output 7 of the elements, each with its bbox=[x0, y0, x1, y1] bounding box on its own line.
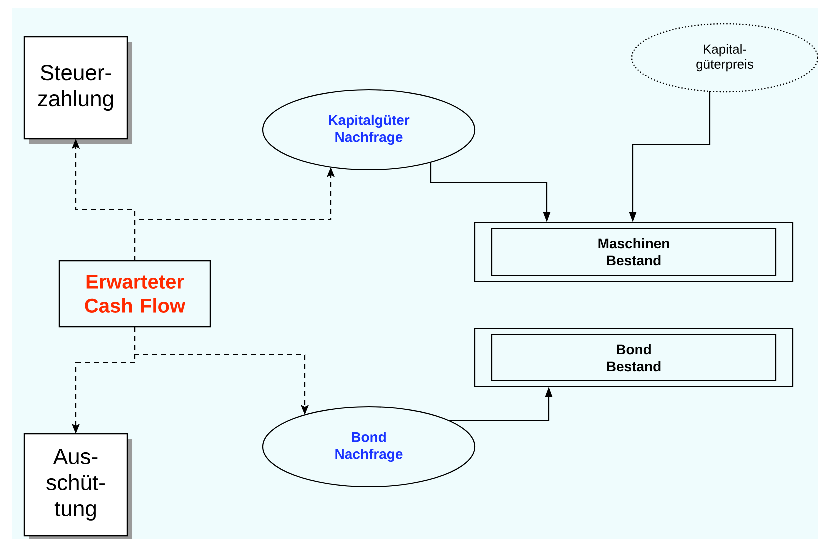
ellipse-node: Bond Nachfrage bbox=[262, 406, 476, 488]
stock-box: Bond Bestand bbox=[474, 328, 794, 388]
process-box: Aus- schüt- tung bbox=[24, 433, 132, 539]
stock-box: Maschinen Bestand bbox=[474, 222, 794, 282]
process-box: Erwarteter Cash Flow bbox=[58, 260, 212, 328]
ellipse-node: Kapitalgüter Nachfrage bbox=[262, 89, 476, 171]
process-box: Steuer- zahlung bbox=[24, 36, 132, 144]
